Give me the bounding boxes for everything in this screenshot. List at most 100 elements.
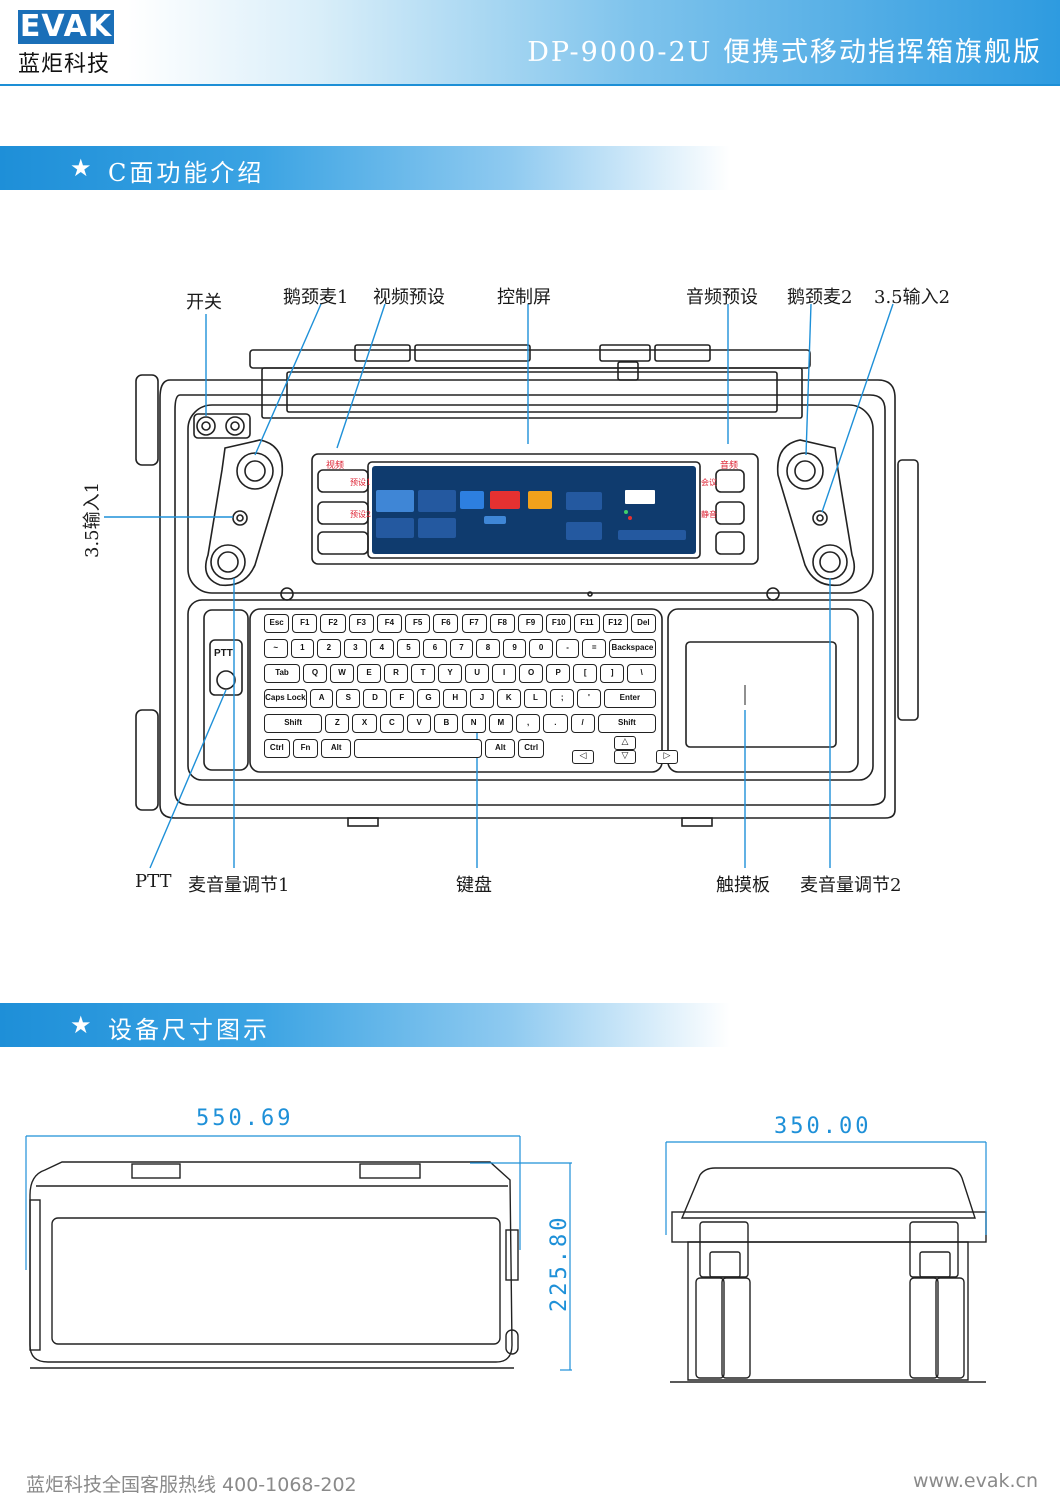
- keyboard-key[interactable]: C: [379, 714, 404, 733]
- keyboard-key[interactable]: E: [357, 664, 382, 683]
- keyboard-key[interactable]: L: [523, 689, 548, 708]
- keyboard-key[interactable]: Backspace: [608, 639, 656, 658]
- ptt-button-label[interactable]: PTT: [214, 648, 233, 659]
- arrow-key[interactable]: ◁: [572, 750, 594, 764]
- keyboard-key[interactable]: K: [496, 689, 521, 708]
- keyboard-key[interactable]: F7: [461, 614, 487, 633]
- keyboard-key[interactable]: Esc: [264, 614, 290, 633]
- keyboard-key[interactable]: ~: [264, 639, 288, 658]
- keyboard-key[interactable]: Q: [303, 664, 328, 683]
- keyboard-key[interactable]: Fn: [292, 739, 319, 758]
- keyboard-key[interactable]: [: [573, 664, 598, 683]
- callout-audio-preset: 音频预设: [686, 287, 758, 308]
- keyboard-key[interactable]: A: [309, 689, 334, 708]
- keyboard-key[interactable]: [354, 739, 483, 758]
- keyboard-key[interactable]: F11: [574, 614, 600, 633]
- preset-1-button[interactable]: 预设1: [350, 478, 372, 487]
- panel-video-title: 视频: [326, 461, 345, 471]
- keyboard-key[interactable]: ,: [516, 714, 541, 733]
- keyboard-key[interactable]: X: [352, 714, 377, 733]
- keyboard-key[interactable]: F9: [517, 614, 544, 633]
- keyboard-key[interactable]: P: [546, 664, 571, 683]
- meeting-button[interactable]: 会议: [701, 478, 717, 487]
- keyboard-key[interactable]: ;: [550, 689, 575, 708]
- keyboard-key[interactable]: Z: [325, 714, 350, 733]
- height-dimension: 225.80: [547, 1214, 572, 1312]
- keyboard-key[interactable]: F: [389, 689, 414, 708]
- width-dimension: 550.69: [196, 1106, 294, 1131]
- keyboard-key[interactable]: F4: [376, 614, 403, 633]
- preset-2-button[interactable]: 预设2: [350, 510, 372, 519]
- keyboard-key[interactable]: 1: [290, 639, 315, 658]
- brand-logo: EVAK 蓝炬科技: [18, 10, 118, 77]
- keyboard-key[interactable]: 7: [449, 639, 474, 658]
- keyboard-key[interactable]: Shift: [264, 714, 323, 733]
- section-bar-dimensions: ★ 设备尺寸图示: [0, 1003, 730, 1047]
- keyboard-key[interactable]: H: [443, 689, 468, 708]
- keyboard-key[interactable]: /: [570, 714, 595, 733]
- keyboard-key[interactable]: J: [470, 689, 494, 708]
- keyboard-key[interactable]: Ctrl: [518, 739, 544, 758]
- keyboard-key[interactable]: S: [336, 689, 361, 708]
- header-divider: [0, 84, 1060, 86]
- callout-mic-volume-2: 麦音量调节2: [800, 875, 902, 896]
- callout-gooseneck-mic-1: 鹅颈麦1: [283, 287, 349, 308]
- keyboard-key[interactable]: Shift: [597, 714, 656, 733]
- keyboard-key[interactable]: D: [363, 689, 387, 708]
- keyboard-key[interactable]: .: [543, 714, 568, 733]
- mute-button[interactable]: 静音: [701, 510, 717, 519]
- keyboard-key[interactable]: O: [519, 664, 544, 683]
- keyboard-key[interactable]: -: [555, 639, 580, 658]
- keyboard-key[interactable]: Enter: [603, 689, 656, 708]
- keyboard-key[interactable]: M: [488, 714, 513, 733]
- keyboard-key[interactable]: 9: [502, 639, 527, 658]
- keyboard-key[interactable]: 8: [476, 639, 500, 658]
- keyboard-key[interactable]: 0: [529, 639, 553, 658]
- keyboard-key[interactable]: 4: [370, 639, 394, 658]
- keyboard-key[interactable]: Ctrl: [264, 739, 290, 758]
- keyboard-key[interactable]: G: [416, 689, 441, 708]
- keyboard-key[interactable]: F5: [405, 614, 431, 633]
- panel-audio-title: 音频: [720, 461, 739, 471]
- keyboard-key[interactable]: F3: [348, 614, 374, 633]
- keyboard-key[interactable]: I: [492, 664, 517, 683]
- keyboard-key[interactable]: F2: [320, 614, 346, 633]
- keyboard-key[interactable]: U: [465, 664, 490, 683]
- customer-hotline: 蓝炬科技全国客服热线 400-1068-202: [26, 1474, 357, 1496]
- keyboard-key[interactable]: F10: [546, 614, 572, 633]
- section-title: C面功能介绍: [108, 159, 265, 187]
- callout-input-3-5-2: 3.5输入2: [874, 287, 951, 308]
- keyboard-key[interactable]: Tab: [264, 664, 301, 683]
- keyboard-key[interactable]: W: [330, 664, 355, 683]
- keyboard-key[interactable]: 3: [343, 639, 368, 658]
- keyboard-key[interactable]: 2: [317, 639, 341, 658]
- keyboard-key[interactable]: 6: [423, 639, 447, 658]
- keyboard-key[interactable]: V: [406, 714, 432, 733]
- keyboard-key[interactable]: 5: [396, 639, 421, 658]
- keyboard-key[interactable]: F6: [433, 614, 459, 633]
- keyboard-key[interactable]: ]: [600, 664, 625, 683]
- keyboard-key[interactable]: T: [411, 664, 436, 683]
- keyboard-key[interactable]: F1: [292, 614, 318, 633]
- arrow-key[interactable]: ▷: [656, 750, 678, 764]
- keyboard-key[interactable]: \: [627, 664, 656, 683]
- website-link[interactable]: www.evak.cn: [912, 1470, 1038, 1492]
- logo-subtitle: 蓝炬科技: [18, 52, 111, 77]
- keyboard-key[interactable]: Alt: [321, 739, 352, 758]
- arrow-key[interactable]: ▽: [614, 750, 636, 764]
- keyboard-key[interactable]: R: [384, 664, 409, 683]
- keyboard-key[interactable]: Del: [630, 614, 656, 633]
- keyboard-key[interactable]: N: [461, 714, 486, 733]
- keyboard-key[interactable]: B: [434, 714, 459, 733]
- keyboard-key[interactable]: Alt: [485, 739, 516, 758]
- depth-dimension: 350.00: [774, 1114, 872, 1139]
- keyboard-key[interactable]: =: [582, 639, 606, 658]
- keyboard-key[interactable]: Y: [438, 664, 463, 683]
- keyboard-key[interactable]: ': [577, 689, 601, 708]
- keyboard-key[interactable]: F12: [602, 614, 628, 633]
- keyboard-key[interactable]: F8: [489, 614, 515, 633]
- arrow-key[interactable]: △: [614, 736, 636, 750]
- callout-control-screen: 控制屏: [497, 287, 551, 308]
- keyboard-key[interactable]: Caps Lock: [264, 689, 307, 708]
